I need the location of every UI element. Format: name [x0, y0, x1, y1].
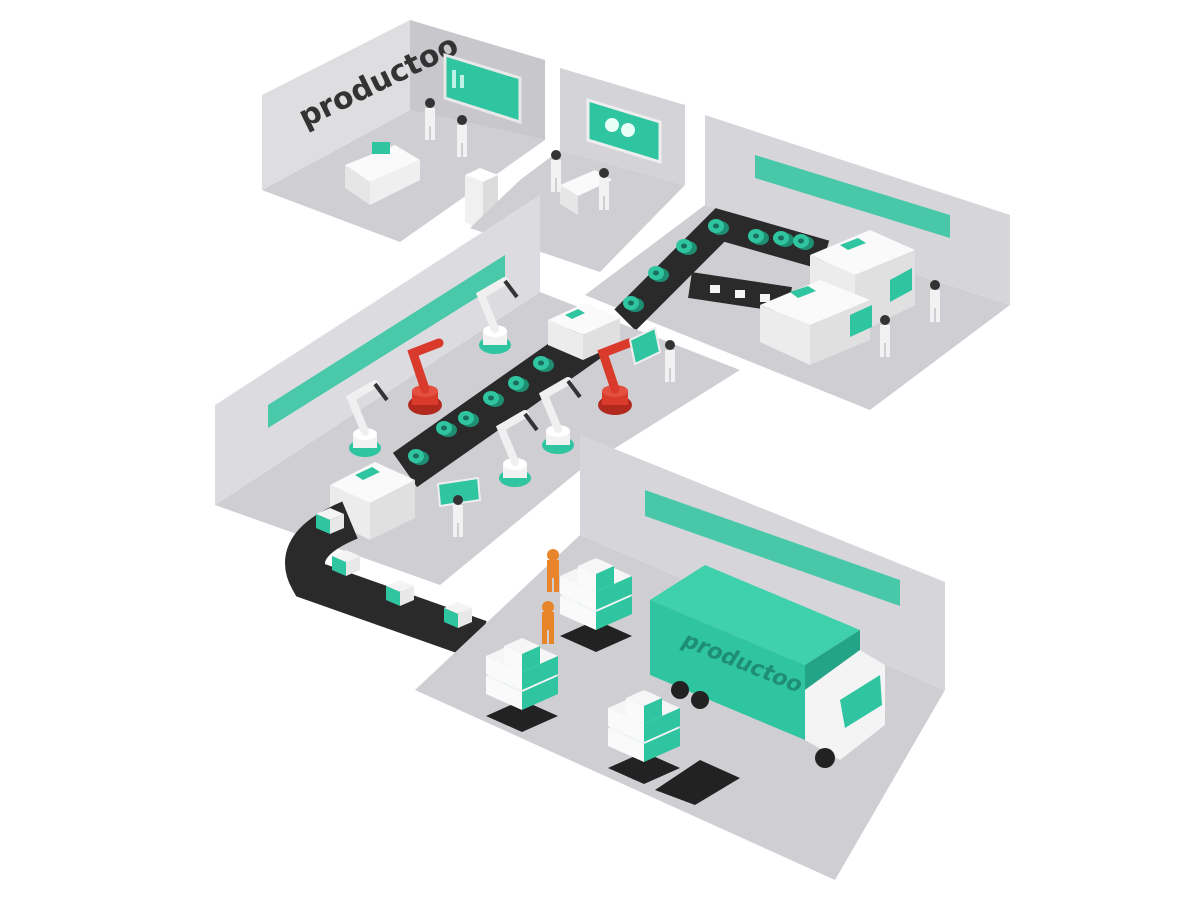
pallet-stack [608, 690, 680, 784]
pallet-stack [486, 638, 558, 732]
production-room [215, 195, 740, 659]
cnc-machine [760, 280, 872, 365]
office-room: productoo [262, 20, 545, 242]
empty-pallet [655, 760, 740, 805]
conveyor-outbound [285, 501, 487, 659]
conveyor-assembly [392, 322, 603, 488]
logistics-room: productoo [415, 435, 945, 880]
conveyor-machining [614, 208, 830, 331]
delivery-truck: productoo [650, 565, 885, 768]
office-dashboard-screen [443, 52, 522, 125]
packing-machine [548, 303, 620, 360]
machining-room [585, 115, 1010, 410]
boxing-machine [330, 462, 415, 540]
pallet-stack [560, 558, 632, 652]
control-terminal [436, 326, 662, 508]
office-desk [345, 142, 420, 205]
